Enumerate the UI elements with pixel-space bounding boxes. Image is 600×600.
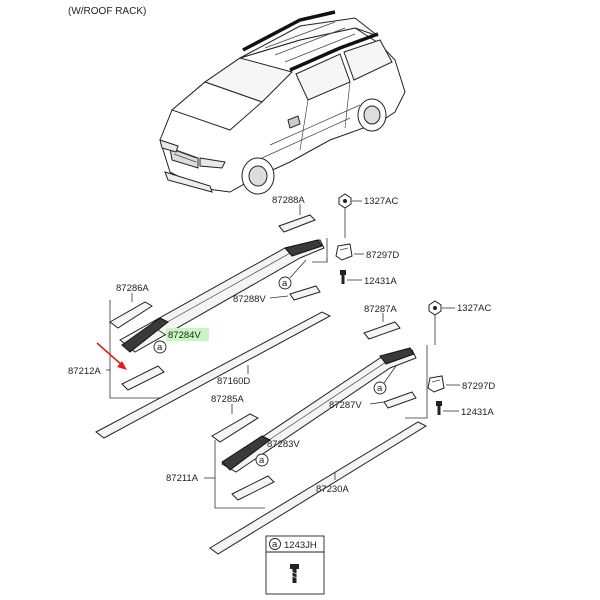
upper-rail-front-cap	[121, 317, 169, 353]
label-12431A-bot: 12431A	[461, 407, 494, 418]
callout-a-lower-rear: a	[377, 383, 383, 394]
part-87287A	[363, 321, 401, 340]
screw-icon	[436, 401, 442, 415]
upper-rail-rear-cap	[284, 239, 323, 257]
label-1327AC-bot: 1327AC	[457, 303, 491, 314]
lower-roof-rail	[221, 349, 417, 473]
arrow-icon	[96, 342, 127, 370]
label-87212A: 87212A	[68, 366, 101, 377]
label-87230A: 87230A	[316, 484, 349, 495]
label-87160D: 87160D	[217, 376, 250, 387]
diagram-heading: (W/ROOF RACK)	[68, 6, 146, 17]
clip-icon	[335, 243, 353, 261]
legend-callout-a: a	[272, 539, 278, 550]
bolt-icon	[338, 193, 352, 209]
label-87283V: 87283V	[267, 439, 300, 450]
part-87211A	[231, 475, 275, 501]
car-illustration	[159, 10, 406, 195]
clip-icon	[427, 375, 445, 393]
part-87288V	[289, 285, 321, 301]
label-87286A: 87286A	[116, 283, 149, 294]
part-87230A	[209, 421, 428, 555]
lower-rail-rear-cap	[379, 347, 415, 365]
label-87284V: 87284V	[168, 330, 201, 341]
highlight-87284V	[166, 328, 209, 341]
label-1243JH: 1243JH	[284, 540, 317, 551]
part-87160D	[95, 311, 332, 439]
fastener-legend: a 1243JH	[265, 535, 325, 595]
label-87287V: 87287V	[329, 400, 362, 411]
label-87288A: 87288A	[272, 195, 305, 206]
part-87287V	[383, 391, 417, 409]
label-1327AC-top: 1327AC	[364, 196, 398, 207]
callout-a-upper-front: a	[157, 342, 163, 353]
screw-icon	[340, 270, 346, 284]
part-87288A	[278, 214, 316, 233]
lower-rail-front-cap	[221, 435, 271, 471]
label-87211A: 87211A	[166, 473, 199, 484]
callout-a-upper-rear: a	[282, 278, 288, 289]
label-87297D-top: 87297D	[366, 250, 399, 261]
callout-circle-a	[153, 340, 167, 354]
screw-icon	[290, 564, 299, 583]
label-87297D-bot: 87297D	[462, 381, 495, 392]
bolt-icon	[428, 300, 442, 316]
callout-circle-a	[373, 381, 387, 395]
part-87286A	[109, 301, 153, 329]
label-12431A-top: 12431A	[364, 276, 397, 287]
label-87288V: 87288V	[233, 294, 266, 305]
callout-circle-a	[278, 276, 292, 290]
label-87285A: 87285A	[211, 394, 244, 405]
part-87285A	[211, 413, 260, 443]
part-87212A	[121, 365, 165, 391]
label-87287A: 87287A	[364, 304, 397, 315]
callout-circle-a	[255, 453, 269, 467]
callout-a-lower-front: a	[259, 455, 265, 466]
